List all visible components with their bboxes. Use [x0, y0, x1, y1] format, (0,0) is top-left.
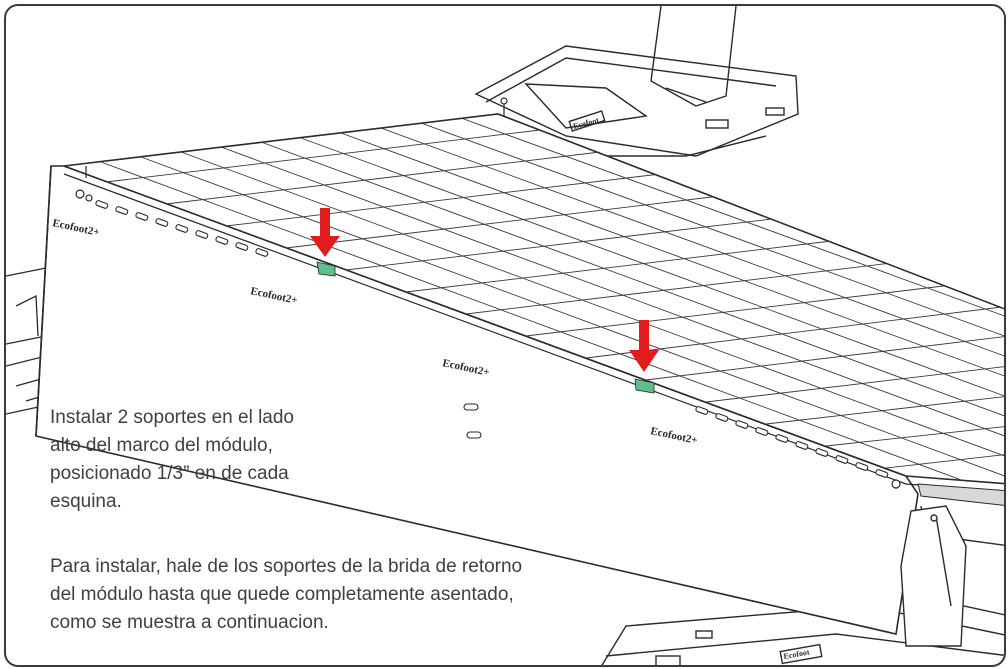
down-arrow-icon — [310, 208, 340, 257]
down-arrow-icon — [629, 320, 659, 372]
back-ballast-tray — [474, 6, 799, 157]
instruction-line: del módulo hasta que quede completamente… — [50, 584, 514, 605]
instruction-line: como se muestra a continuacion. — [50, 612, 329, 633]
solar-module — [63, 113, 1004, 506]
solar-module-assembly-diagram: Ecofoot Ecofoot — [6, 6, 1004, 665]
instruction-line: esquina. — [50, 491, 122, 512]
mounting-clip-icon — [316, 261, 336, 277]
instruction-line: alto del marco del módulo, — [50, 435, 273, 456]
instruction-step-1: Instalar 2 soportes en el lado alto del … — [50, 404, 370, 516]
instruction-line: posicionado 1/3” en de cada — [50, 463, 289, 484]
instruction-step-2: Para instalar, hale de los soportes de l… — [50, 553, 690, 637]
deflector-slots — [95, 200, 889, 478]
instruction-line: Instalar 2 soportes en el lado — [50, 407, 294, 428]
rear-support-leg — [900, 505, 967, 647]
frame-bolts — [75, 97, 901, 489]
figure-frame: Ecofoot Ecofoot — [4, 4, 1006, 667]
mounting-clip-icon — [634, 378, 655, 394]
ballast-plate-label-back: Ecofoot — [572, 115, 600, 131]
instruction-line: Para instalar, hale de los soportes de l… — [50, 556, 523, 577]
